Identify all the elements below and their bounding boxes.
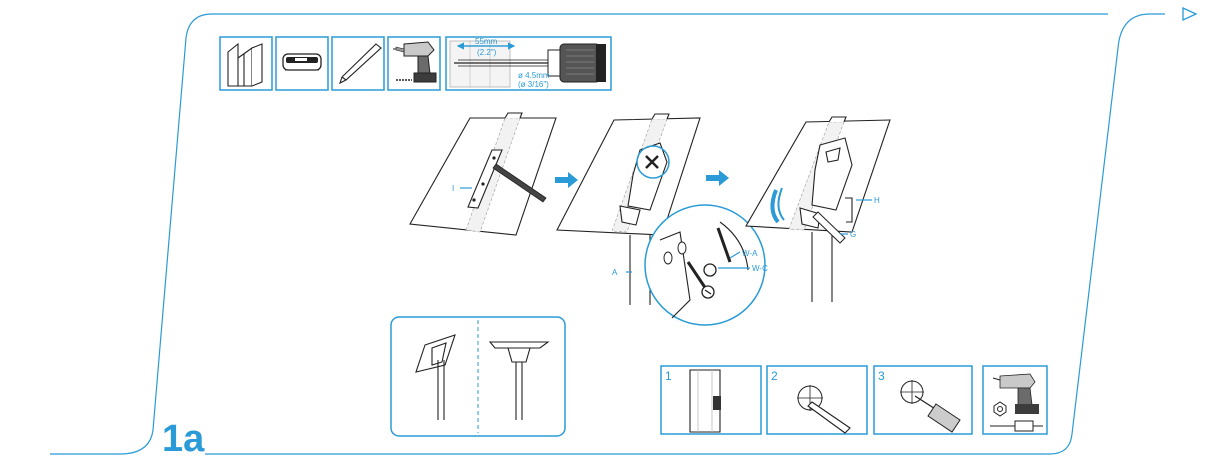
- drill-depth-mm: 55mm: [475, 37, 498, 46]
- step-3-box: 3: [873, 365, 973, 435]
- step-number: 1: [665, 369, 672, 383]
- drill-diameter-mm: ø 4.5mm: [518, 71, 550, 80]
- steps-row: 1 2 3: [660, 365, 1048, 435]
- pencil-icon: [331, 36, 385, 91]
- drill-icon: [387, 36, 441, 91]
- step-1-box: 1: [660, 365, 762, 435]
- triangle-right-icon[interactable]: [1182, 6, 1198, 22]
- illustration-bracket-mounted: A: [556, 113, 701, 305]
- label-A: A: [612, 268, 618, 277]
- label-WA: W-A: [742, 249, 758, 258]
- level-icon: [275, 36, 329, 91]
- label-H: H: [874, 196, 880, 205]
- panel-icon: [219, 36, 273, 91]
- orientation-options-box: [390, 316, 566, 437]
- step-number: 3: [878, 369, 885, 383]
- label-WC: W-C: [752, 264, 768, 273]
- zoom-detail-screws: W-A W-C: [644, 204, 768, 326]
- step-2-box: 2: [766, 365, 868, 435]
- tools-row: [219, 36, 441, 91]
- step-arrow: [555, 172, 578, 188]
- label-I: I: [452, 184, 454, 193]
- drill-diameter-in: (ø 3/16"): [518, 80, 549, 89]
- label-G: G: [850, 230, 856, 239]
- step-arrow: [706, 170, 729, 186]
- drill-spec-box: 55mm (2.2") ø 4.5mm (ø 3/16"): [445, 36, 612, 91]
- page-title: 1a: [162, 418, 205, 460]
- step-tools-box: [982, 365, 1048, 435]
- page-frame: [50, 13, 1165, 455]
- drill-depth-in: (2.2"): [477, 48, 497, 57]
- step-number: 2: [771, 369, 778, 383]
- illustration-tightening: H G: [745, 116, 891, 302]
- illustration-template: I: [409, 112, 557, 236]
